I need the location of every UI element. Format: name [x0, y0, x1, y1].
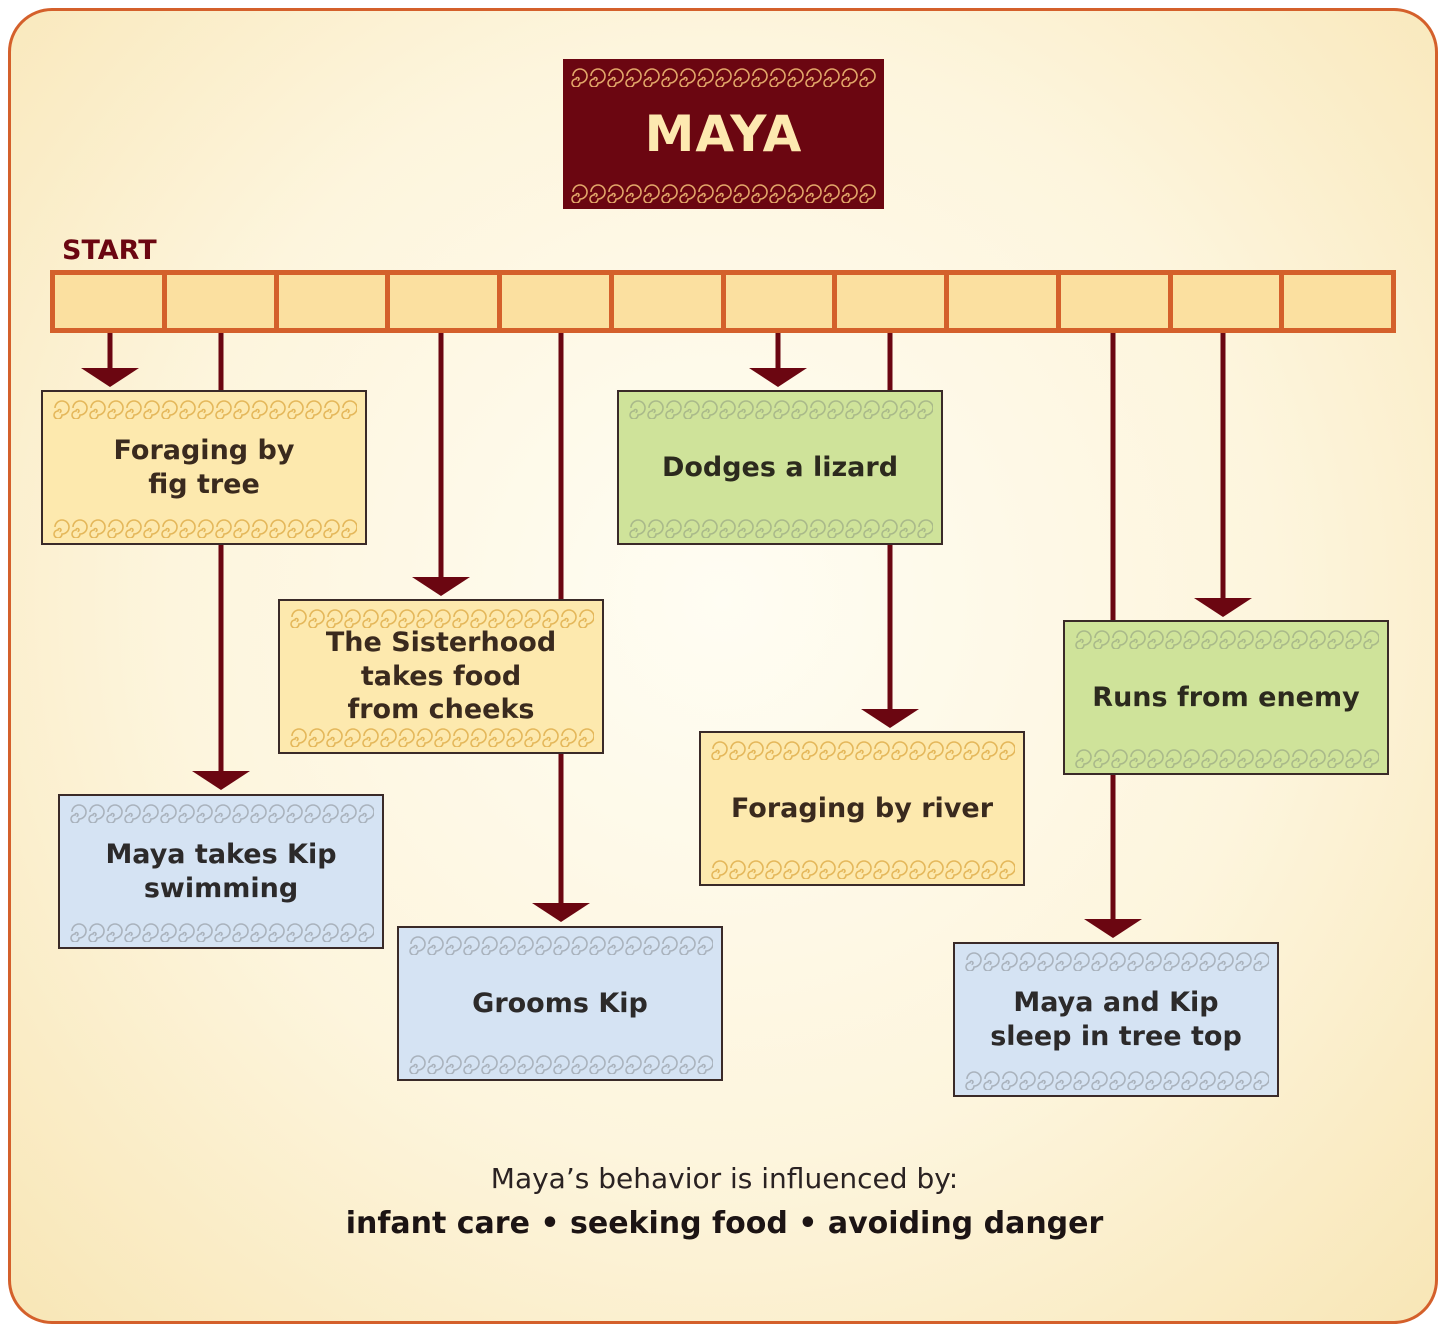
timeline-cell [725, 275, 833, 328]
timeline-cell [55, 275, 162, 328]
event-box-grooms-kip: Grooms Kip [397, 926, 723, 1081]
title-plate: MAYA [563, 59, 884, 209]
title-border-pattern-bottom [569, 181, 878, 203]
box-border-pattern [288, 725, 594, 747]
box-border-pattern [963, 949, 1269, 971]
box-border-pattern [407, 1052, 713, 1074]
box-border-pattern [709, 738, 1015, 760]
event-label: The Sisterhood takes food from cheeks [325, 626, 557, 726]
timeline-bar [50, 270, 1396, 333]
box-border-pattern [709, 857, 1015, 879]
event-box-sleep-in-tree-top: Maya and Kip sleep in tree top [953, 942, 1279, 1097]
event-label: Foraging by river [730, 792, 994, 824]
event-box-runs-from-enemy: Runs from enemy [1063, 620, 1389, 775]
timeline-cell [1284, 275, 1391, 328]
box-border-pattern [627, 516, 933, 538]
box-border-pattern [68, 920, 374, 942]
event-label: Foraging by fig tree [113, 434, 295, 500]
event-label: Grooms Kip [472, 987, 648, 1019]
start-label: START [62, 235, 157, 266]
timeline-cell [949, 275, 1056, 328]
timeline-cell [390, 275, 497, 328]
box-border-pattern [407, 933, 713, 955]
event-label: Dodges a lizard [661, 451, 899, 483]
event-label: Maya takes Kip swimming [105, 838, 337, 904]
box-border-pattern [51, 397, 357, 419]
caption-intro: Maya’s behavior is influenced by: [490, 1162, 959, 1195]
event-box-dodges-lizard: Dodges a lizard [617, 390, 943, 545]
title-border-pattern-top [569, 65, 878, 87]
caption-categories: infant care • seeking food • avoiding da… [345, 1206, 1104, 1241]
event-box-foraging-fig-tree: Foraging by fig tree [41, 390, 367, 545]
timeline-cell [837, 275, 944, 328]
box-border-pattern [627, 397, 933, 419]
diagram-title: MAYA [644, 105, 803, 163]
event-label: Runs from enemy [1092, 681, 1360, 713]
timeline-cell [502, 275, 609, 328]
timeline-cell [1172, 275, 1280, 328]
event-label: Maya and Kip sleep in tree top [990, 986, 1242, 1052]
event-box-foraging-river: Foraging by river [699, 731, 1025, 886]
box-border-pattern [68, 801, 374, 823]
timeline-cell [613, 275, 721, 328]
timeline-cell [166, 275, 274, 328]
event-box-sisterhood-takes-food: The Sisterhood takes food from cheeks [278, 599, 604, 754]
timeline-cell [1060, 275, 1168, 328]
box-border-pattern [51, 516, 357, 538]
box-border-pattern [1073, 746, 1379, 768]
timeline-cell [278, 275, 386, 328]
box-border-pattern [1073, 627, 1379, 649]
event-box-takes-kip-swimming: Maya takes Kip swimming [58, 794, 384, 949]
box-border-pattern [288, 606, 594, 628]
box-border-pattern [963, 1068, 1269, 1090]
